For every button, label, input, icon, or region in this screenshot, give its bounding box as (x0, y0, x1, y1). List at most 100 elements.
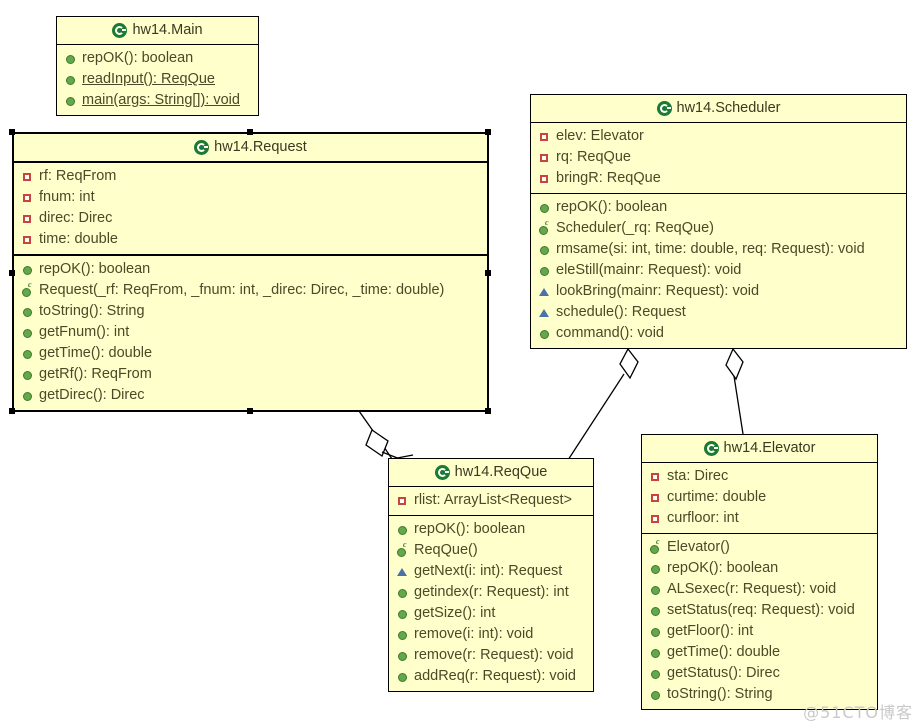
method-row[interactable]: addReq(r: Request): void (389, 666, 593, 687)
class-icon (194, 139, 210, 155)
selection-handle-nw[interactable] (9, 129, 15, 135)
method-row[interactable]: c Elevator() (642, 537, 877, 558)
constructor-method-icon: c (650, 538, 661, 554)
public-method-icon (22, 326, 33, 339)
constructor-method-icon: c (539, 219, 550, 235)
method-row[interactable]: repOK(): boolean (531, 197, 906, 218)
method-row[interactable]: schedule(): Request (531, 302, 906, 323)
method-row[interactable]: getindex(r: Request): int (389, 582, 593, 603)
private-field-icon (539, 151, 550, 164)
class-box-scheduler[interactable]: hw14.Scheduler elev: Elevator rq: ReqQue… (530, 94, 907, 349)
private-field-icon (22, 212, 33, 225)
class-name: hw14.Scheduler (676, 100, 781, 116)
field-row[interactable]: curfloor: int (642, 508, 877, 529)
methods-compartment: repOK(): boolean c Request(_rf: ReqFrom,… (14, 254, 487, 410)
public-method-icon (22, 368, 33, 381)
method-row[interactable]: toString(): String (642, 684, 877, 705)
selection-handle-e[interactable] (485, 270, 491, 276)
public-method-icon (22, 389, 33, 402)
field-row[interactable]: rlist: ArrayList<Request> (389, 490, 593, 511)
method-row[interactable]: lookBring(mainr: Request): void (531, 281, 906, 302)
public-method-icon (397, 523, 408, 536)
field-row[interactable]: rq: ReqQue (531, 147, 906, 168)
method-row[interactable]: getSize(): int (389, 603, 593, 624)
method-row[interactable]: c ReqQue() (389, 540, 593, 561)
method-row[interactable]: command(): void (531, 323, 906, 344)
method-row[interactable]: toString(): String (14, 301, 487, 322)
field-row[interactable]: curtime: double (642, 487, 877, 508)
class-name: hw14.Request (214, 139, 307, 155)
method-row[interactable]: remove(r: Request): void (389, 645, 593, 666)
method-row[interactable]: getTime(): double (14, 343, 487, 364)
class-box-reqque[interactable]: hw14.ReqQue rlist: ArrayList<Request> re… (388, 458, 594, 692)
selection-handle-s[interactable] (247, 408, 253, 414)
class-icon (434, 464, 450, 480)
selection-handle-w[interactable] (9, 270, 15, 276)
method-row[interactable]: repOK(): boolean (14, 259, 487, 280)
method-row[interactable]: eleStill(mainr: Request): void (531, 260, 906, 281)
protected-method-icon (397, 565, 408, 578)
public-method-icon (22, 263, 33, 276)
field-row[interactable]: time: double (14, 229, 487, 250)
method-row[interactable]: repOK(): boolean (57, 48, 258, 69)
method-row[interactable]: repOK(): boolean (642, 558, 877, 579)
method-row[interactable]: getFnum(): int (14, 322, 487, 343)
selection-handle-n[interactable] (247, 129, 253, 135)
public-method-icon (397, 607, 408, 620)
field-row[interactable]: direc: Direc (14, 208, 487, 229)
watermark: @51CTO博客 (803, 703, 913, 722)
public-method-icon (650, 688, 661, 701)
methods-compartment: repOK(): boolean readInput(): ReqQue mai… (57, 45, 258, 115)
selection-handle-se[interactable] (485, 408, 491, 414)
class-box-request[interactable]: hw14.Request rf: ReqFrom fnum: int direc… (12, 132, 489, 412)
method-row[interactable]: repOK(): boolean (389, 519, 593, 540)
field-row[interactable]: fnum: int (14, 187, 487, 208)
private-field-icon (539, 130, 550, 143)
class-header-reqque: hw14.ReqQue (389, 459, 593, 487)
class-header-scheduler: hw14.Scheduler (531, 95, 906, 123)
class-header-main: hw14.Main (57, 17, 258, 45)
public-method-icon (650, 625, 661, 638)
field-row[interactable]: elev: Elevator (531, 126, 906, 147)
class-box-elevator[interactable]: hw14.Elevator sta: Direc curtime: double… (641, 434, 878, 710)
protected-method-icon (539, 285, 550, 298)
field-row[interactable]: sta: Direc (642, 466, 877, 487)
relation-request-reqque (358, 410, 414, 460)
class-box-main[interactable]: hw14.Main repOK(): boolean readInput(): … (56, 16, 259, 116)
method-row[interactable]: ALSexec(r: Request): void (642, 579, 877, 600)
method-row[interactable]: getNext(i: int): Request (389, 561, 593, 582)
selection-handle-ne[interactable] (485, 129, 491, 135)
private-field-icon (539, 172, 550, 185)
public-method-icon (650, 604, 661, 617)
private-field-icon (22, 191, 33, 204)
public-method-icon (397, 670, 408, 683)
private-field-icon (397, 494, 408, 507)
field-row[interactable]: rf: ReqFrom (14, 166, 487, 187)
method-row[interactable]: c Request(_rf: ReqFrom, _fnum: int, _dir… (14, 280, 487, 301)
method-row[interactable]: remove(i: int): void (389, 624, 593, 645)
selection-handle-sw[interactable] (9, 408, 15, 414)
class-header-request: hw14.Request (14, 134, 487, 163)
method-row[interactable]: getStatus(): Direc (642, 663, 877, 684)
protected-method-icon (539, 306, 550, 319)
fields-compartment: rf: ReqFrom fnum: int direc: Direc time:… (14, 163, 487, 254)
public-method-icon (650, 562, 661, 575)
method-row[interactable]: getDirec(): Direc (14, 385, 487, 406)
method-row[interactable]: c Scheduler(_rq: ReqQue) (531, 218, 906, 239)
method-row[interactable]: readInput(): ReqQue (57, 69, 258, 90)
method-row[interactable]: setStatus(req: Request): void (642, 600, 877, 621)
public-method-icon (650, 667, 661, 680)
public-method-icon (650, 646, 661, 659)
field-row[interactable]: bringR: ReqQue (531, 168, 906, 189)
method-row[interactable]: main(args: String[]): void (57, 90, 258, 111)
class-name: hw14.Main (132, 22, 203, 38)
method-row[interactable]: rmsame(si: int, time: double, req: Reque… (531, 239, 906, 260)
class-icon (656, 100, 672, 116)
public-method-icon (397, 628, 408, 641)
public-method-icon (22, 347, 33, 360)
method-row[interactable]: getRf(): ReqFrom (14, 364, 487, 385)
public-method-icon (650, 583, 661, 596)
method-row[interactable]: getTime(): double (642, 642, 877, 663)
method-row[interactable]: getFloor(): int (642, 621, 877, 642)
